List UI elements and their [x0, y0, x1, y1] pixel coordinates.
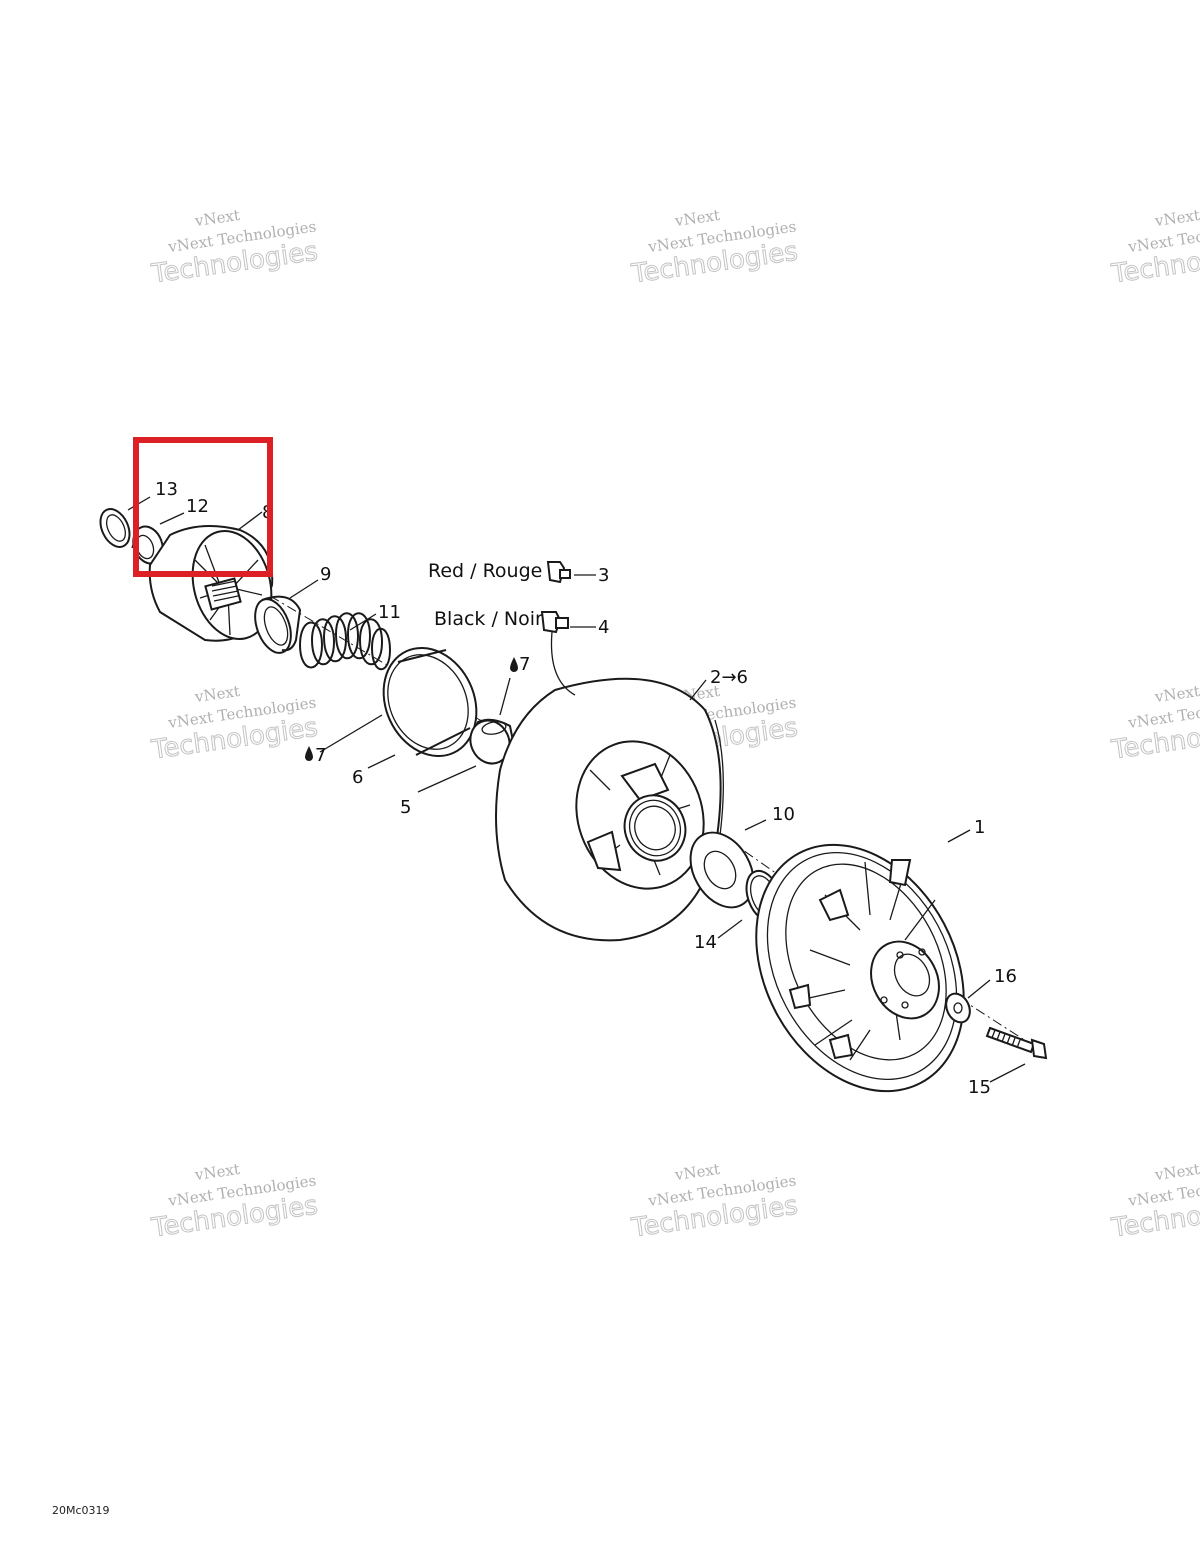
part-1-fixed-sheave [755, 843, 965, 1093]
callout-7: 7 [519, 654, 530, 675]
part-6-ring [382, 646, 478, 758]
watermark: vNext vNext Technologies Technologies [149, 206, 321, 290]
watermark: vNext vNext Technologies Technologies [149, 1160, 321, 1244]
note-red-rouge: Red / Rouge [428, 560, 542, 582]
part-15-bolt [985, 1026, 1048, 1060]
red-tag-icon [546, 561, 571, 584]
callout-16: 16 [994, 966, 1017, 987]
oil-drop-icon [510, 657, 518, 672]
part-5-bushing [468, 718, 516, 765]
callout-10: 10 [772, 804, 795, 825]
callout-7: 7 [315, 745, 326, 766]
callout-4: 4 [598, 617, 609, 638]
callout-3: 3 [598, 565, 609, 586]
svg-text:vNext: vNext [193, 206, 241, 230]
part-11-spring [299, 612, 392, 671]
svg-text:vNext: vNext [1153, 206, 1200, 230]
svg-text:vNext: vNext [673, 1160, 721, 1184]
diagram-code: 20Mc0319 [52, 1504, 110, 1517]
svg-text:vNext: vNext [1153, 1160, 1200, 1184]
part-10-washer [689, 831, 755, 909]
callout-13: 13 [155, 479, 178, 500]
part-8-cam [148, 525, 274, 642]
svg-text:vNext: vNext [1153, 682, 1200, 706]
callout-1: 1 [974, 817, 985, 838]
svg-text:vNext: vNext [673, 206, 721, 230]
highlight-box [133, 437, 273, 577]
leader-lines [127, 496, 1026, 1083]
callout-12: 12 [186, 496, 209, 517]
callout-11: 11 [378, 602, 401, 623]
watermark: vNext vNext Technologies Technologies [149, 682, 321, 766]
watermark: vNext vNext Technologies Technologies [1109, 206, 1200, 290]
note-black-noir: Black / Noir [434, 608, 543, 630]
part-13-snap-ring [99, 508, 131, 548]
callout-5: 5 [400, 797, 411, 818]
callout-6: 6 [352, 767, 363, 788]
svg-text:vNext: vNext [193, 1160, 241, 1184]
watermark: vNext vNext Technologies Technologies [629, 206, 801, 290]
callout-14: 14 [694, 932, 717, 953]
callout-2-6: 2→6 [710, 667, 748, 688]
part-16-washer [945, 992, 971, 1024]
black-tag-icon [540, 611, 569, 634]
oil-drop-icon [305, 746, 313, 761]
part-9-slider [254, 595, 302, 654]
svg-text:vNext: vNext [193, 682, 241, 706]
watermark: vNext vNext Technologies Technologies [629, 1160, 801, 1244]
callout-9: 9 [320, 564, 331, 585]
callout-15: 15 [968, 1077, 991, 1098]
watermark: vNext vNext Technologies Technologies [1109, 1160, 1200, 1244]
sliding-sheave [495, 677, 724, 942]
watermark: vNext vNext Technologies Technologies [1109, 682, 1200, 766]
